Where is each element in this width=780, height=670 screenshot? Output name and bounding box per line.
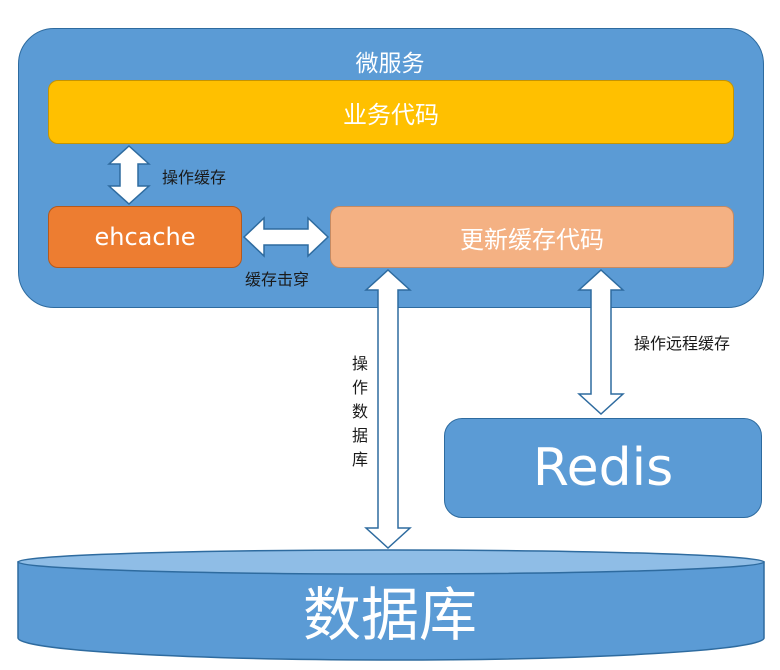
microservice-title: 微服务 <box>355 51 425 77</box>
business-code-label: 业务代码 <box>343 100 439 129</box>
operate-cache-arrow <box>107 144 151 206</box>
update-cache-code-label: 更新缓存代码 <box>460 225 604 254</box>
database-label: 数据库 <box>302 581 477 649</box>
operate-db-char: 操 <box>351 354 368 373</box>
operate-db-label: 操 作 数 据 库 <box>350 352 370 472</box>
ehcache-box: ehcache <box>48 206 242 268</box>
operate-remote-cache-label: 操作远程缓存 <box>634 334 731 353</box>
operate-cache-label: 操作缓存 <box>162 168 227 187</box>
operate-db-char: 数 <box>351 402 368 421</box>
redis-box: Redis <box>444 418 762 518</box>
operate-db-arrow <box>364 268 412 550</box>
update-cache-code-box: 更新缓存代码 <box>330 206 734 268</box>
cache-penetration-label: 缓存击穿 <box>245 270 310 289</box>
ehcache-label: ehcache <box>94 223 196 251</box>
operate-db-char: 据 <box>351 426 368 445</box>
cache-penetration-arrow <box>242 216 330 258</box>
operate-db-char: 库 <box>351 450 368 469</box>
operate-db-char: 作 <box>351 378 368 397</box>
operate-remote-cache-arrow <box>577 268 625 416</box>
business-code-box: 业务代码 <box>48 80 734 144</box>
redis-label: Redis <box>532 438 674 498</box>
